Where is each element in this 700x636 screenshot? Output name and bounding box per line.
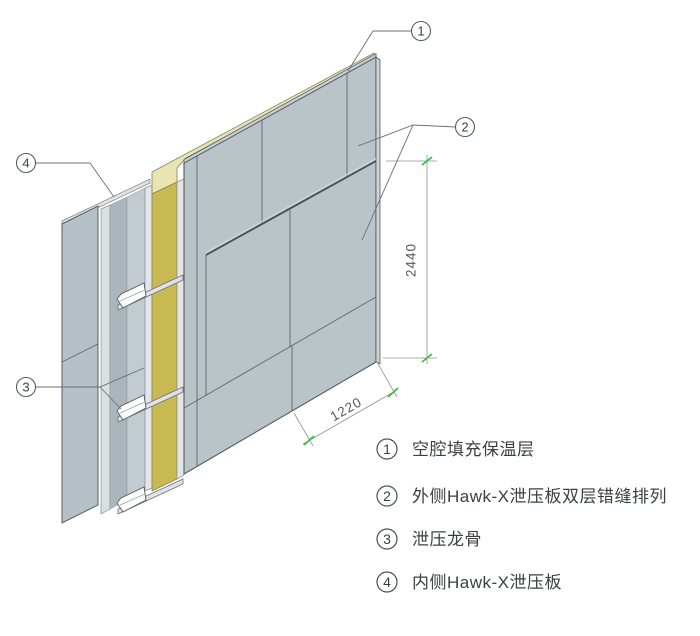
keel-clip-row [116, 386, 184, 423]
cavity-face-light [126, 187, 146, 501]
callout-circle [454, 116, 476, 138]
legend-label: 外侧Hawk-X泄压板双层错缝排列 [412, 487, 667, 506]
legend-label: 空腔填充保温层 [412, 440, 535, 459]
callout-circle [15, 152, 37, 174]
legend-number: 3 [383, 531, 391, 547]
legend: 1 空腔填充保温层 2 外侧Hawk-X泄压板双层错缝排列 3 泄压龙骨 4 内… [376, 438, 667, 593]
cavity-face-dark [109, 196, 128, 510]
clip-crease [119, 401, 146, 414]
inner-panel-joint [61, 343, 99, 363]
second-layer-step-edge [205, 160, 377, 256]
legend-item: 2 外侧Hawk-X泄压板双层错缝排列 [376, 485, 667, 507]
legend-label: 泄压龙骨 [412, 530, 482, 549]
dimension-tick [387, 387, 399, 398]
legend-number: 4 [383, 574, 391, 590]
inner-panel-layer [61, 205, 99, 524]
dimension-height-value: 2440 [404, 243, 419, 277]
outer-right-edge [375, 56, 381, 365]
callout-2: 2 [357, 116, 476, 241]
clip-bracket [116, 486, 147, 513]
wall-drawing [61, 52, 381, 524]
callout-circle [15, 376, 37, 398]
callout-leader [35, 162, 115, 198]
stud-flange-right [176, 178, 185, 480]
legend-item: 1 空腔填充保温层 [376, 438, 535, 460]
dimension-2440: 2440 [383, 155, 437, 364]
dimension-tick [421, 353, 433, 363]
legend-circle [376, 528, 398, 550]
keel-clip-row [116, 478, 184, 515]
callout-number: 3 [22, 380, 29, 395]
keel-clip-row [116, 274, 184, 311]
inner-panel [61, 205, 99, 524]
legend-circle [376, 571, 398, 593]
callout-4: 4 [15, 152, 115, 198]
callout-circle [410, 20, 432, 42]
callout-leader [361, 124, 414, 241]
callout-number: 2 [461, 120, 468, 135]
extension-line [293, 412, 314, 447]
clip-bracket [116, 282, 147, 309]
dimension-tick [421, 156, 433, 166]
insulation-front-face [151, 181, 178, 492]
legend-number: 2 [383, 488, 391, 504]
legend-circle [376, 438, 398, 460]
dimension-line [302, 389, 398, 445]
legend-label: 内侧Hawk-X泄压板 [412, 573, 562, 592]
callout-3: 3 [15, 367, 145, 410]
callout-leader [99, 386, 122, 410]
clip-crease [119, 289, 146, 302]
cavity-and-stud [100, 184, 153, 515]
panel-joint-line [183, 296, 377, 409]
callout-number: 1 [417, 24, 424, 39]
legend-circle [376, 485, 398, 507]
clip-bracket [116, 394, 147, 421]
legend-item: 3 泄压龙骨 [376, 528, 482, 550]
callout-1: 1 [347, 20, 432, 72]
legend-number: 1 [383, 441, 391, 457]
clip-crease [119, 493, 146, 506]
keel-clips [116, 274, 184, 515]
callout-number: 4 [22, 156, 29, 171]
legend-item: 4 内侧Hawk-X泄压板 [376, 571, 562, 593]
dimension-width-value: 1220 [328, 394, 365, 424]
second-layer-step-highlight [205, 158, 377, 253]
stud-web-strip [100, 204, 111, 515]
stud-flange-left [144, 184, 153, 492]
dimension-tick [303, 435, 315, 446]
outer-panel-layer [183, 52, 381, 475]
callout-leader [347, 30, 412, 72]
